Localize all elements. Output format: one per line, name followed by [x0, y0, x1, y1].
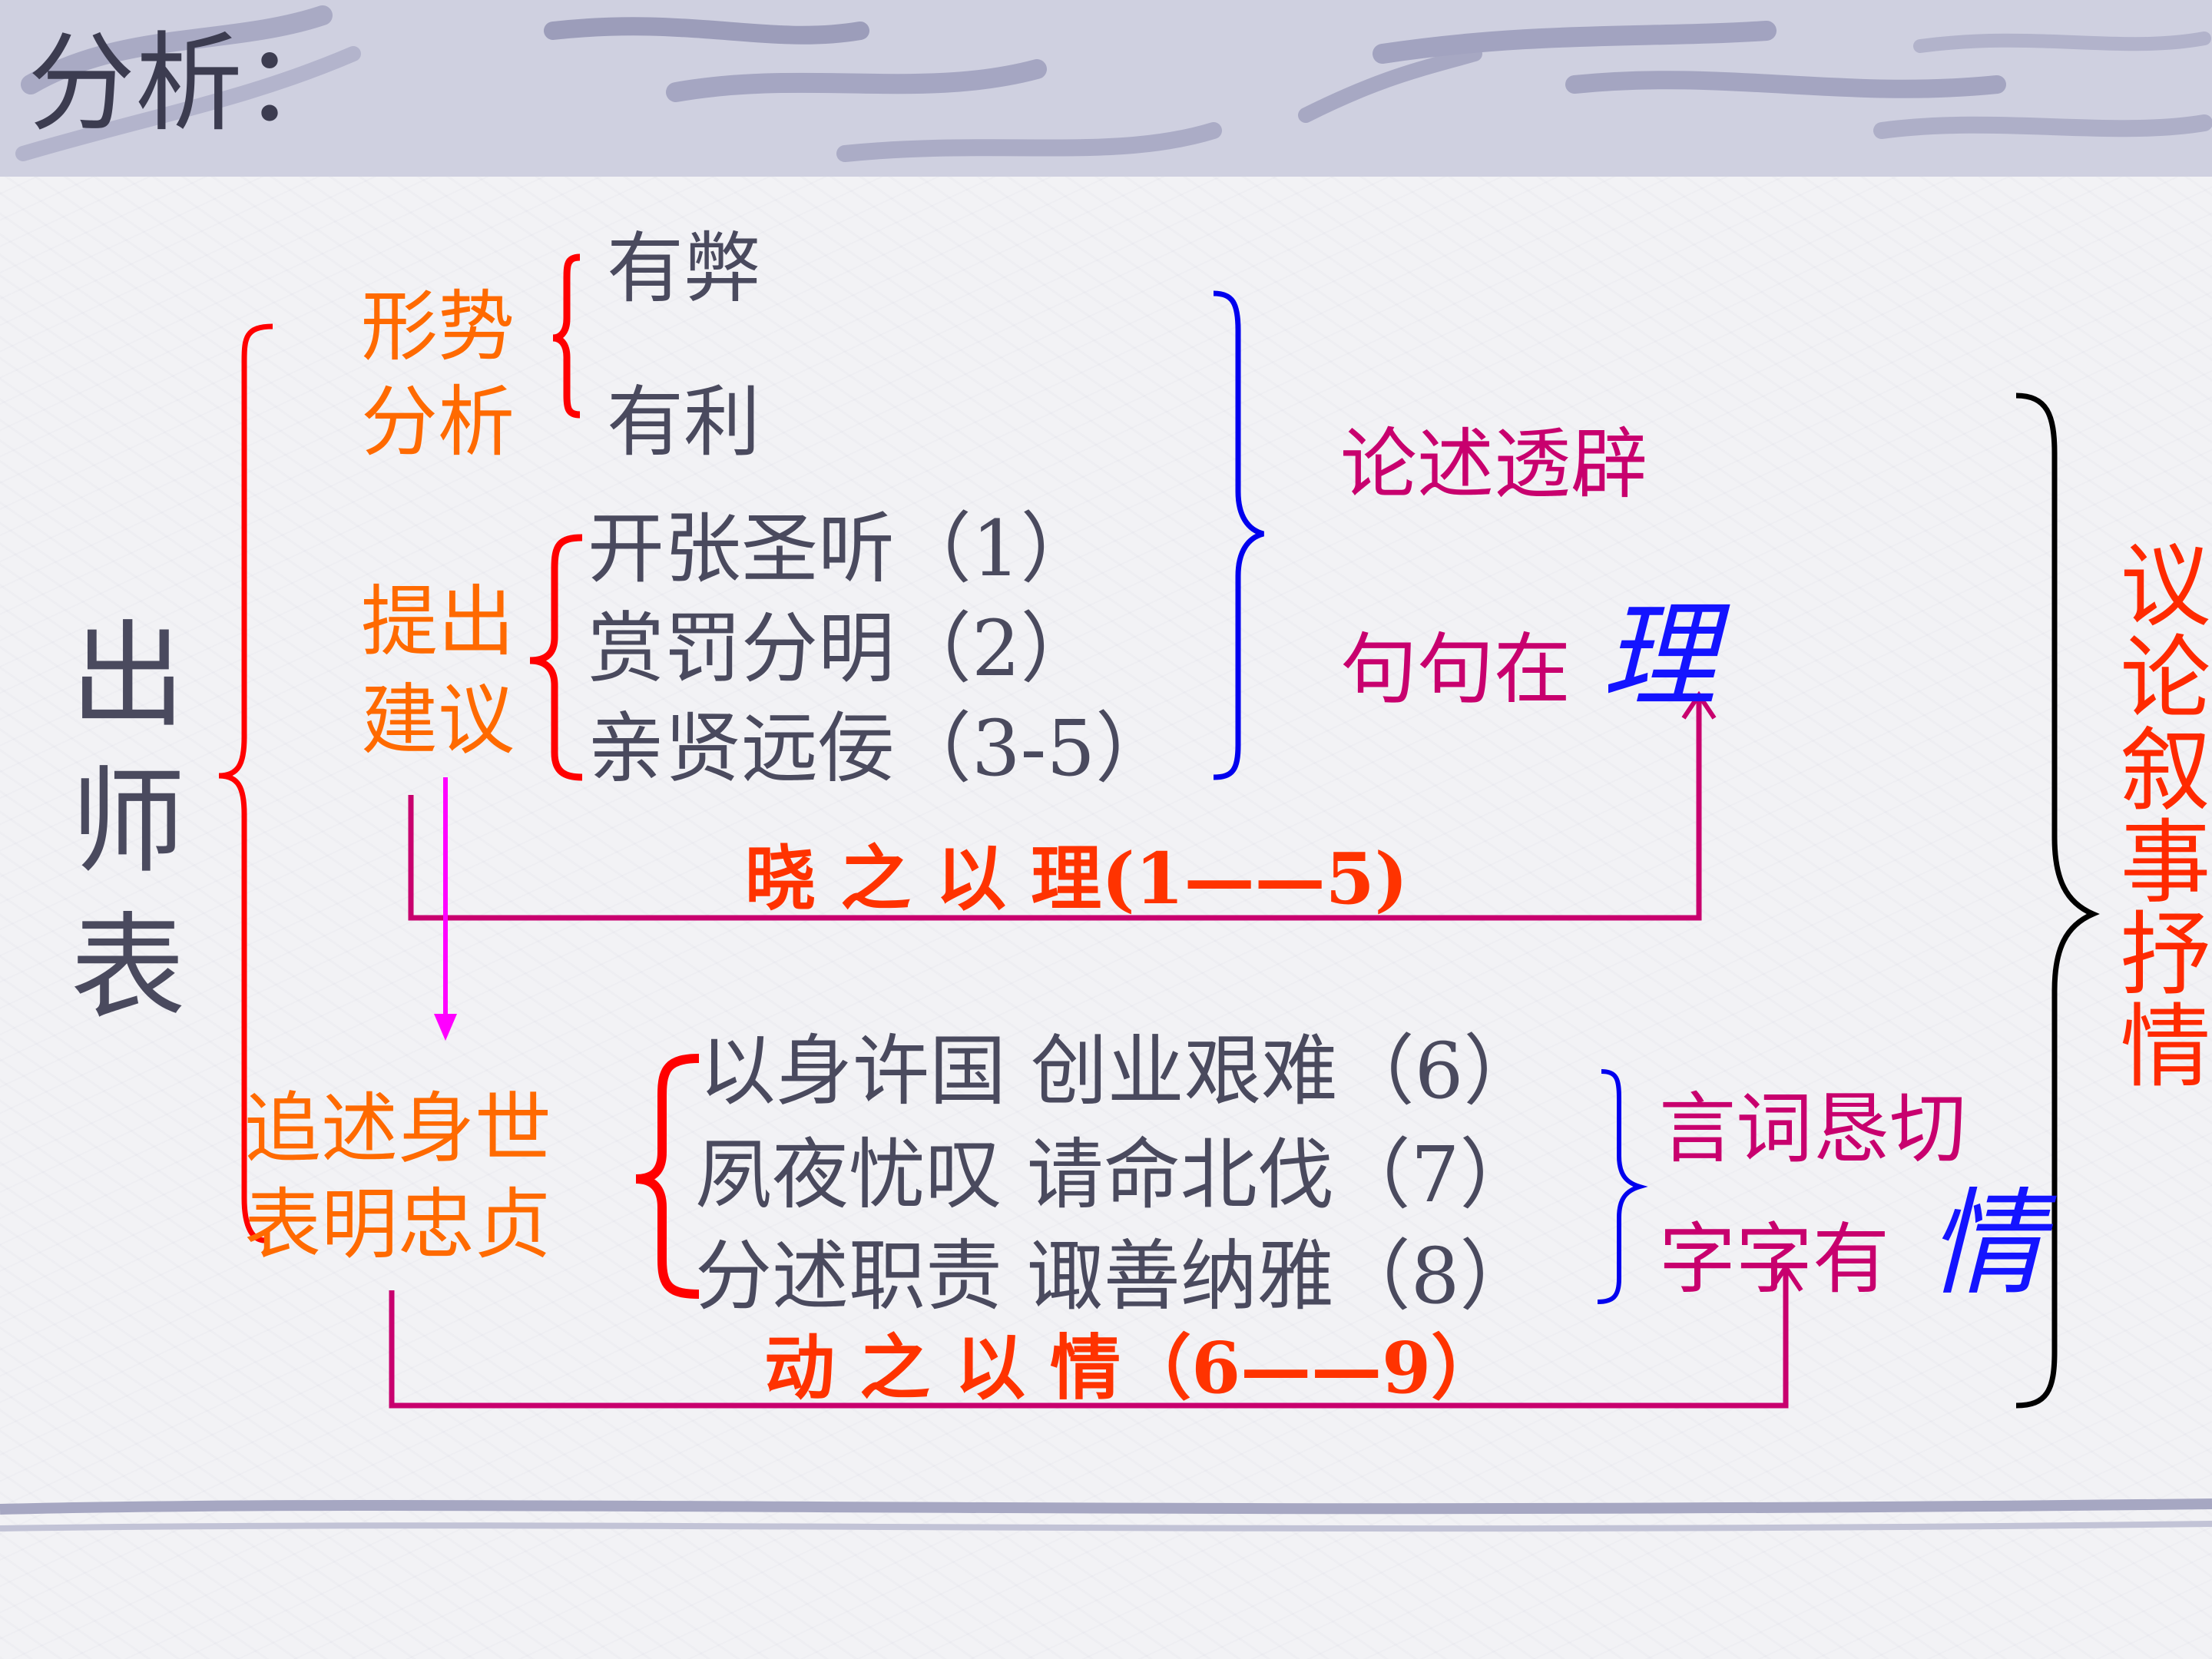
emotion-brace: [1597, 1069, 1648, 1304]
emotion-summary-line2-prefix: 字字有: [1659, 1214, 1889, 1304]
side-brace: [2015, 392, 2100, 1409]
proposal-item-2: 赏罚分明（2）: [588, 604, 1098, 694]
flow-arrow-head: [434, 1014, 457, 1041]
background-brace: [635, 1054, 700, 1299]
side-label: 议论叙事抒情: [2104, 538, 2210, 1091]
situation-brace: [552, 253, 581, 419]
root-brace: [218, 323, 273, 1243]
root-label: 出师表: [51, 614, 184, 1052]
reason-brace: [1213, 290, 1265, 780]
proposal-item-1: 开张圣听（1）: [588, 504, 1098, 594]
reason-caption: 晓 之 以 理(1——5): [745, 837, 1409, 920]
background-label-line1: 追述身世: [244, 1084, 551, 1174]
proposals-label-line2: 建议: [361, 675, 515, 765]
reason-summary-line2-prefix: 句句在: [1340, 624, 1571, 714]
emotion-caption: 动 之 以 情（6——9）: [764, 1326, 1502, 1409]
reason-summary-emphasis: 理: [1601, 590, 1717, 724]
situation-item-2: 有利: [607, 377, 760, 467]
reason-bracket: [408, 700, 1702, 921]
background-item-3: 分述职责 诹善纳雅（8）: [695, 1231, 1537, 1321]
slide-title: 分析：: [28, 22, 351, 147]
proposals-brace: [529, 534, 583, 781]
situation-item-1: 有弊: [607, 224, 760, 313]
proposal-item-3: 亲贤远佞（3-5）: [588, 704, 1173, 793]
proposals-label-line1: 提出: [361, 577, 515, 667]
background-item-1: 以身许国 创业艰难（6）: [699, 1026, 1541, 1116]
emotion-summary-line1: 言词恳切: [1659, 1084, 1966, 1174]
emotion-summary-emphasis: 情: [1928, 1177, 2044, 1311]
background-item-2: 夙夜忧叹 请命北伐（7）: [695, 1130, 1537, 1220]
reason-bracket-arrowhead: [1681, 690, 1717, 720]
situation-label-line2: 分析: [361, 377, 515, 467]
emotion-bracket: [389, 1271, 1789, 1409]
emotion-bracket-arrowhead: [1768, 1263, 1803, 1292]
situation-label-line1: 形势: [361, 282, 515, 372]
reason-summary-line1: 论述透辟: [1340, 419, 1647, 509]
background-label-line2: 表明忠贞: [244, 1180, 551, 1270]
